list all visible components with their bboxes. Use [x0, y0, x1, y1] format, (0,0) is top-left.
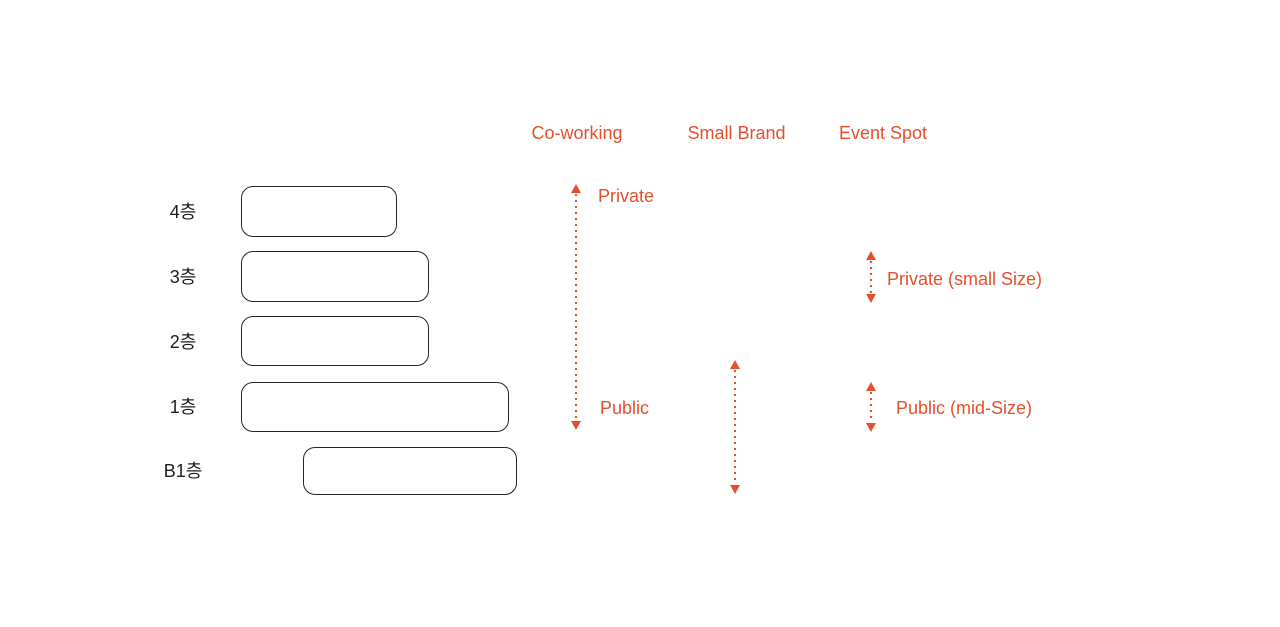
floor-box-2f	[241, 316, 429, 366]
dotted-line	[734, 370, 736, 484]
floor-box-4f	[241, 186, 397, 237]
floor-box-b1f	[303, 447, 517, 495]
floor-label-3f: 3층	[169, 267, 197, 287]
floor-label-1f: 1층	[169, 397, 197, 417]
event-spot-private-small-size-label: Private (small Size)	[887, 269, 1043, 289]
dotted-line	[870, 392, 872, 422]
arrow-down-icon	[866, 423, 876, 432]
event-spot-public-mid-size-label: Public (mid-Size)	[896, 398, 1033, 418]
column-header-event-spot: Event Spot	[838, 123, 928, 143]
arrow-down-icon	[730, 485, 740, 494]
event-spot-public-range-arrow-icon	[865, 382, 877, 432]
small-brand-range-arrow-icon	[729, 360, 741, 494]
arrow-up-icon	[730, 360, 740, 369]
arrow-down-icon	[571, 421, 581, 430]
coworking-public-label: Public	[600, 398, 650, 418]
floor-box-1f	[241, 382, 509, 432]
floor-label-b1f: B1층	[163, 461, 203, 481]
coworking-range-arrow-icon	[570, 184, 582, 430]
column-header-coworking: Co-working	[531, 123, 623, 143]
floor-box-3f	[241, 251, 429, 302]
dotted-line	[575, 194, 577, 420]
arrow-up-icon	[866, 382, 876, 391]
arrow-down-icon	[866, 294, 876, 303]
arrow-up-icon	[866, 251, 876, 260]
floor-label-2f: 2층	[169, 332, 197, 352]
event-spot-private-range-arrow-icon	[865, 251, 877, 303]
floor-label-4f: 4층	[169, 202, 197, 222]
dotted-line	[870, 261, 872, 293]
column-header-small-brand: Small Brand	[687, 123, 786, 143]
coworking-private-label: Private	[598, 186, 655, 206]
arrow-up-icon	[571, 184, 581, 193]
